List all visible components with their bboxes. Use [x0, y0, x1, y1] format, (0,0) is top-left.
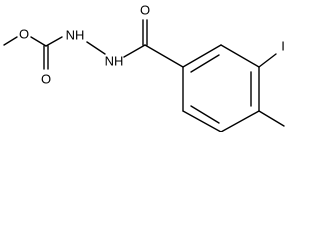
ring-bond-2 — [220, 44, 260, 68]
molecule-structure: O O NH NH O I — [3, 3, 285, 132]
ester-oxygen-label: O — [19, 27, 29, 42]
carbamate-oxygen-label: O — [41, 72, 51, 87]
bond-o-carbonyl-c — [30, 36, 47, 47]
bond-ring-methyl — [258, 110, 285, 127]
bond-amide-c-ring — [144, 44, 184, 68]
ring-inner-bond-c — [190, 105, 220, 124]
bond-ring-iodine — [258, 53, 277, 68]
nh-right-label: NH — [105, 54, 124, 69]
bond-carbamate-c-nh — [45, 36, 63, 47]
iodine-label: I — [281, 39, 285, 54]
amide-oxygen-label: O — [140, 3, 150, 18]
ring-inner-bond-a — [190, 54, 220, 73]
bond-methyl-o — [3, 36, 18, 46]
bond-nh-nh — [86, 41, 106, 55]
nh-left-label: NH — [66, 28, 85, 43]
ring-bond-5 — [182, 110, 222, 132]
bond-nh-amide-c — [123, 44, 146, 58]
ring-bond-4 — [220, 110, 260, 132]
ring-bond-1 — [182, 44, 222, 68]
